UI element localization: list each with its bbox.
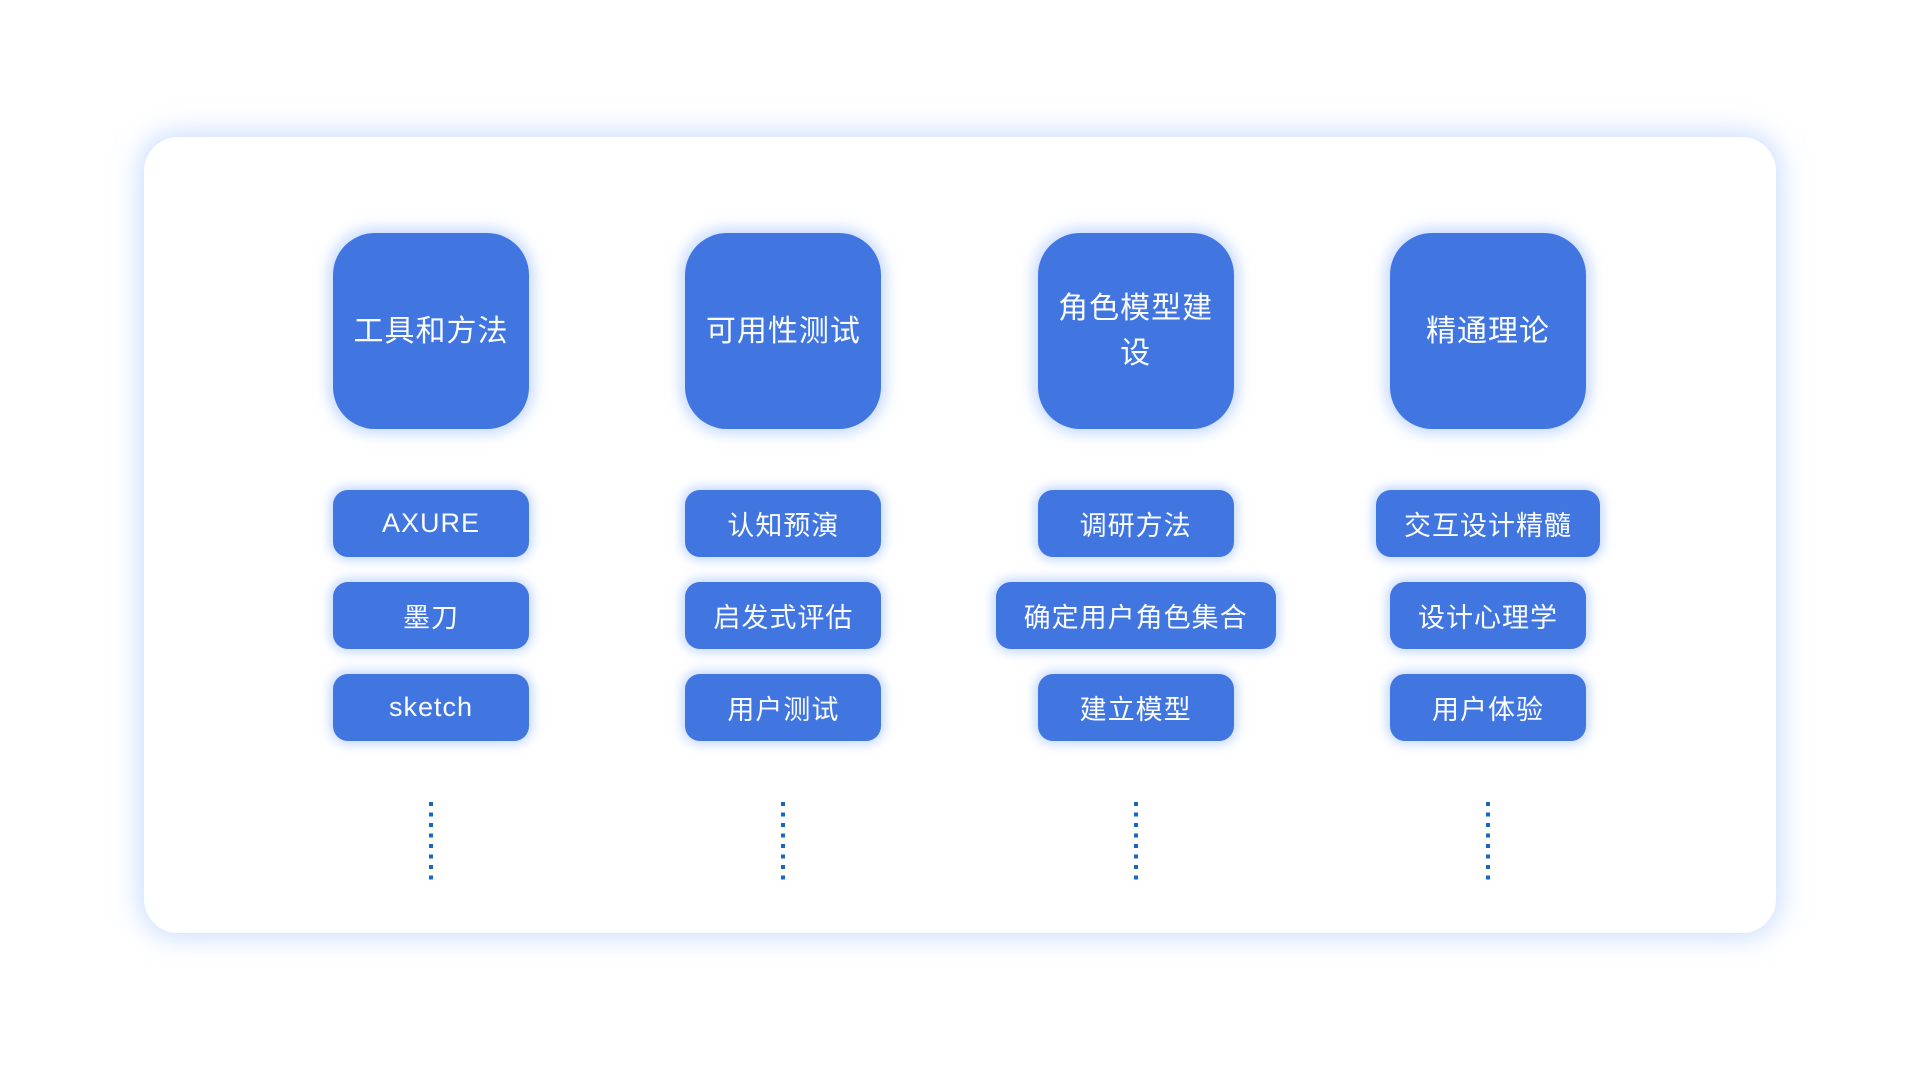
child-node-group: 调研方法 确定用户角色集合 建立模型 (995, 490, 1276, 741)
root-node[interactable]: 工具和方法 (333, 233, 529, 429)
more-items-dotted-line (1485, 802, 1490, 883)
more-items-dotted-line (1133, 802, 1138, 883)
root-node[interactable]: 精通理论 (1389, 233, 1586, 429)
child-node[interactable]: sketch (333, 674, 529, 741)
mindmap-columns: 工具和方法 AXURE 墨刀 sketch 可用性测试 认知预演 启发式评估 用… (144, 137, 1776, 933)
child-node[interactable]: 调研方法 (1037, 490, 1234, 557)
child-node[interactable]: 确定用户角色集合 (995, 582, 1276, 649)
child-node[interactable]: 启发式评估 (685, 582, 882, 649)
child-node[interactable]: 交互设计精髓 (1375, 490, 1600, 557)
child-node-group: 交互设计精髓 设计心理学 用户体验 (1375, 490, 1600, 741)
child-node[interactable]: 认知预演 (685, 490, 882, 557)
branch-persona-model-building: 角色模型建设 调研方法 确定用户角色集合 建立模型 (986, 233, 1286, 933)
child-node-group: AXURE 墨刀 sketch (333, 490, 529, 741)
child-node[interactable]: 建立模型 (1037, 674, 1234, 741)
child-node[interactable]: 用户测试 (685, 674, 882, 741)
branch-usability-testing: 可用性测试 认知预演 启发式评估 用户测试 (633, 233, 933, 933)
child-node-group: 认知预演 启发式评估 用户测试 (685, 490, 882, 741)
child-node[interactable]: 用户体验 (1389, 674, 1586, 741)
branch-tools-and-methods: 工具和方法 AXURE 墨刀 sketch (281, 233, 581, 933)
root-node[interactable]: 可用性测试 (685, 233, 882, 429)
child-node[interactable]: 设计心理学 (1389, 582, 1586, 649)
more-items-dotted-line (429, 802, 433, 883)
root-node[interactable]: 角色模型建设 (1037, 233, 1234, 429)
child-node[interactable]: 墨刀 (333, 582, 529, 649)
branch-master-theory: 精通理论 交互设计精髓 设计心理学 用户体验 (1338, 233, 1638, 933)
more-items-dotted-line (781, 802, 786, 883)
diagram-board-card: 工具和方法 AXURE 墨刀 sketch 可用性测试 认知预演 启发式评估 用… (144, 137, 1776, 933)
child-node[interactable]: AXURE (333, 490, 529, 557)
